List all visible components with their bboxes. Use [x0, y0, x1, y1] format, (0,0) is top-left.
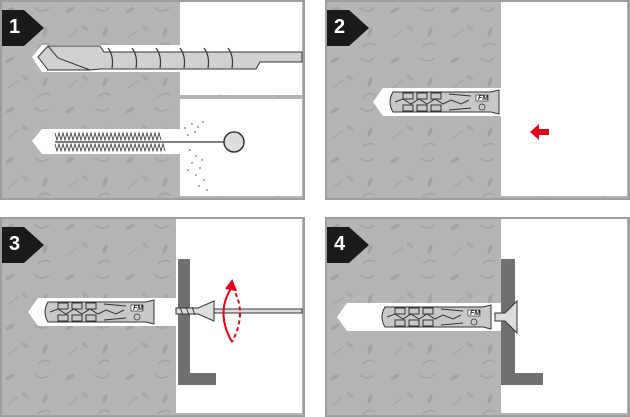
mounting-bracket	[178, 259, 216, 385]
dowel-logo: FM	[470, 310, 480, 317]
dowel-logo: FM	[133, 305, 143, 312]
step-number: 4	[334, 233, 346, 255]
step-3-illustration: FM 3	[0, 217, 305, 417]
step-number: 1	[9, 16, 20, 38]
drill-bit-icon	[37, 45, 303, 71]
push-arrow-icon	[530, 124, 549, 140]
step-1-illustration: 1	[0, 0, 305, 200]
mounting-bracket	[501, 259, 543, 385]
wall-plug-icon	[372, 87, 504, 117]
wall-plug-icon	[27, 297, 159, 327]
wall-plug-icon	[364, 302, 496, 332]
step-4-illustration: FM 4	[325, 217, 630, 417]
step-3-panel: FM 3	[0, 217, 305, 417]
step-2-illustration: FM 2	[325, 0, 630, 200]
rotate-arrow-icon	[222, 278, 241, 343]
drill-dust	[184, 121, 208, 191]
step-number: 3	[9, 233, 20, 255]
cleaning-brush-icon	[54, 131, 245, 153]
screw-head-icon	[494, 299, 518, 335]
step-1-panel: 1	[0, 0, 305, 200]
dowel-logo: FM	[478, 95, 488, 102]
step-4-panel: FM 4	[325, 217, 630, 417]
step-number: 2	[334, 16, 345, 38]
screw-icon	[175, 300, 303, 322]
step-2-panel: FM 2	[325, 0, 630, 200]
